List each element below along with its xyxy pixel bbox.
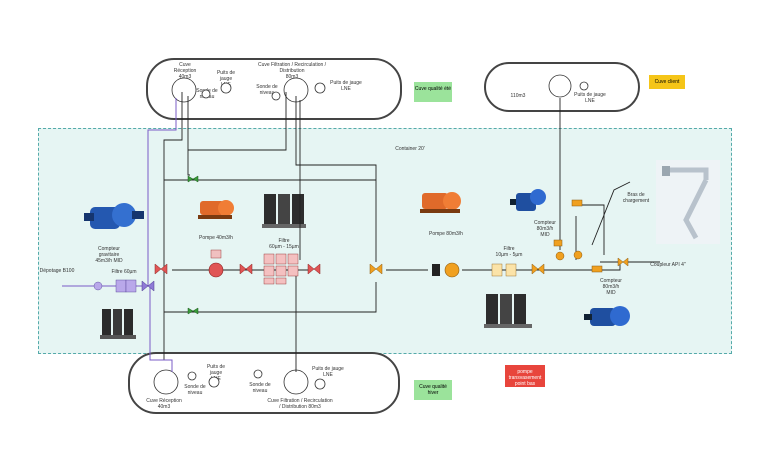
photo-bras-chargement (656, 160, 720, 244)
tank-top-left-reception-label: Cuve Réception 40m3 (173, 62, 197, 80)
tank-bottom-puits-right: Puits de jauge LNE (312, 366, 344, 378)
valves-red (154, 263, 321, 275)
tank-bottom-sonde-left: Sonde de niveau (184, 384, 206, 396)
sticky-cuve-qualite-ete: Cuve qualité été (414, 82, 452, 102)
pump-80-symbol (432, 262, 460, 278)
photo-filtre-duo (260, 190, 308, 230)
tank-bottom-filtration-label: Cuve Filtration / Recirculation / Distri… (267, 398, 333, 410)
filter-60-blocks (93, 279, 137, 293)
label-pompe-80: Pompe 80m3/h (429, 231, 463, 237)
pump-40-symbol (208, 249, 224, 278)
tank-bottom-sonde-right: Sonde de niveau (249, 382, 271, 394)
photo-filtre-10-5 (482, 290, 534, 330)
photo-pompe-40 (196, 193, 236, 223)
label-compteur-80-upper: Compteur 80m3/h MID (534, 220, 556, 238)
sticky-pompe-transvasement: pompe transvasement point bas (505, 365, 545, 387)
black-pipes (163, 92, 660, 372)
label-depotage: Dépotage B100 (39, 268, 75, 274)
tank-top-right-puits: Puits de jauge LNE (574, 92, 606, 104)
label-compteur-80-lower: Compteur 80m3/h MID (600, 278, 622, 296)
photo-pompe-80 (418, 183, 464, 219)
valves-orange (369, 257, 629, 275)
valves-purple (141, 280, 155, 292)
sticky-cuve-qualite-hiver: Cuve qualité hiver (414, 380, 452, 400)
tank-bottom-reception-label: Cuve Réception 40m3 (146, 398, 182, 410)
purple-pipes (62, 98, 177, 372)
filter-duo-blocks (263, 253, 299, 285)
photo-compteur-upper (508, 185, 548, 217)
filter-10-5-blocks (491, 263, 517, 277)
valves-green (187, 175, 199, 315)
label-filtre-duo: Filtre 60µm - 15µm (269, 238, 299, 250)
sticky-cuve-client: Cuve client (649, 75, 685, 89)
label-bras: Bras de chargement (622, 192, 650, 204)
tank-top-left-sonde-right: Sonde de niveau (256, 84, 278, 96)
tank-symbols (153, 74, 589, 395)
photo-compteur-lower (584, 296, 634, 334)
label-coupleur: Coupleur API 4" (650, 262, 686, 268)
label-compteur-gravitaire: Compteur gravitaire 45m3/h MID (95, 246, 123, 264)
meter-symbols (553, 199, 603, 273)
photo-gravity-meter (84, 193, 146, 239)
label-pompe-40: Pompe 40m3/h (199, 235, 233, 241)
label-filtre-60: Filtre 60µm (111, 269, 137, 275)
label-filtre-10-5: Filtre 10µm - 5µm (495, 246, 523, 258)
tank-top-left-filtration-label: Cuve Filtration / Recirculation / Distri… (257, 62, 327, 80)
tank-top-right-volume: 110m3 (510, 93, 526, 99)
container-title: Container 20' (395, 146, 425, 152)
photo-filter-60-left (98, 303, 138, 341)
tank-top-left-puits-right: Puits de jauge LNE (330, 80, 362, 92)
